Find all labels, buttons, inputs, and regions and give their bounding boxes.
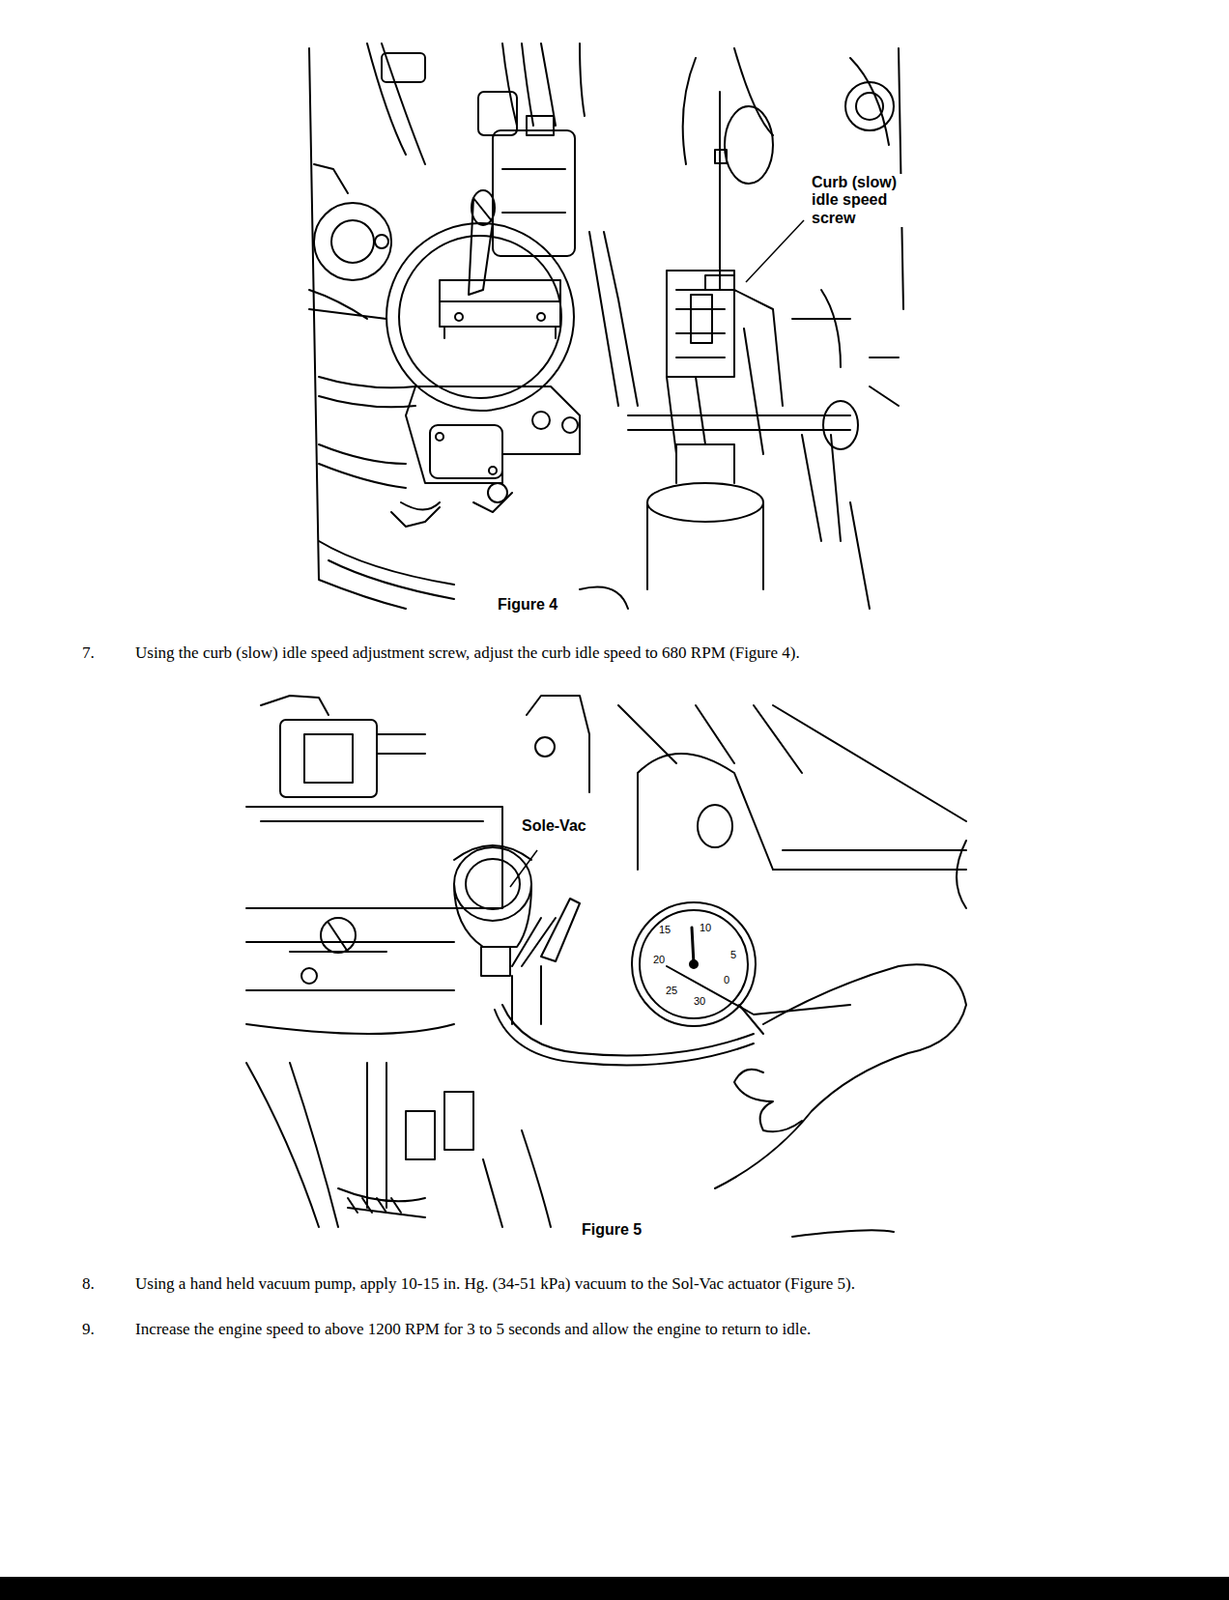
figure-4-drawing xyxy=(309,43,904,609)
figure-5-drawing-stroke xyxy=(304,734,353,783)
figure-4-drawing-stroke xyxy=(823,400,858,450)
figure-4-drawing-stroke xyxy=(386,223,574,411)
figure-5-drawing-stroke xyxy=(454,847,532,921)
leader-line xyxy=(510,850,538,887)
figure-5-drawing-stroke xyxy=(405,1111,435,1160)
figure-5-drawing-stroke xyxy=(535,737,555,757)
figure-5-drawing-stroke xyxy=(338,1130,551,1228)
figure-4-drawing-stroke xyxy=(666,376,706,455)
figure-4-drawing-stroke xyxy=(381,53,426,83)
callout-label: Sole-Vac xyxy=(519,817,589,835)
callout-label: Curb (slow) idle speed screw xyxy=(809,173,911,228)
figure-4-drawing-stroke xyxy=(676,289,725,358)
figure-5-drawing-stroke xyxy=(454,845,532,860)
gauge-mark: 0 xyxy=(723,973,730,987)
figure-4-drawing-stroke xyxy=(705,275,735,290)
figure-4-drawing-stroke xyxy=(647,444,764,590)
figure-4-drawing-stroke xyxy=(562,417,578,433)
figure-4-drawing-stroke xyxy=(690,294,713,343)
figure-4-drawing-stroke xyxy=(399,235,562,399)
figure-5-drawing-stroke xyxy=(639,910,748,1019)
figure-4-drawing-stroke xyxy=(309,48,904,609)
figure-4-drawing-stroke xyxy=(488,466,497,475)
gauge-mark: 25 xyxy=(665,984,678,998)
figure-4-drawing-stroke xyxy=(478,91,517,136)
figure-4-drawing-stroke xyxy=(502,169,566,213)
figure-4-drawing-stroke xyxy=(374,234,389,249)
figure-4-drawing-stroke xyxy=(532,411,550,429)
figure-5-drawing-stroke xyxy=(956,840,967,909)
figure-4-drawing-stroke xyxy=(439,280,561,327)
figure-4-drawing-stroke xyxy=(666,270,735,377)
figure-5-drawing-stroke xyxy=(289,922,387,952)
figure-4-drawing-stroke xyxy=(455,313,463,321)
figure-5-drawing-stroke xyxy=(260,695,329,715)
step-number: 9. xyxy=(82,1319,95,1340)
figure-5-drawing-stroke xyxy=(714,964,967,1189)
gauge-mark: 5 xyxy=(730,948,737,962)
figure-5-drawing-stroke xyxy=(347,1198,401,1213)
figure-caption: Figure 5 xyxy=(578,1221,645,1239)
page-edge-bar xyxy=(0,1576,1229,1600)
figure-5-drawing-stroke xyxy=(320,917,356,953)
figure-4-drawing-stroke xyxy=(718,91,721,290)
figure-5-drawing-stroke xyxy=(541,898,580,962)
figure-4-drawing-stroke xyxy=(331,220,374,263)
step-text: Using a hand held vacuum pump, apply 10-… xyxy=(135,1274,856,1294)
figure-4-drawing-stroke xyxy=(845,82,894,131)
figure-5-drawing-stroke xyxy=(691,927,694,965)
step-text: Using the curb (slow) idle speed adjustm… xyxy=(135,643,801,663)
step-number: 8. xyxy=(82,1274,95,1294)
figure-5-drawing-stroke xyxy=(637,753,773,870)
figure-4-drawing-stroke xyxy=(471,190,495,226)
figure-5-drawing-stroke xyxy=(280,719,377,798)
figure-4-drawing-stroke xyxy=(683,48,889,165)
figure-4-drawing-stroke xyxy=(367,43,585,165)
figure-4-drawing-stroke xyxy=(391,492,513,527)
figure-5-drawing-stroke xyxy=(512,966,542,1025)
figure-5-drawing-stroke xyxy=(697,804,733,848)
figure-5-drawing-stroke xyxy=(689,960,698,969)
figure-4-drawing-stroke xyxy=(801,434,841,542)
figure-5-drawing-stroke xyxy=(631,902,756,1027)
figure-5-drawing xyxy=(246,695,967,1237)
gauge-mark: 30 xyxy=(693,995,706,1008)
gauge-mark: 10 xyxy=(699,921,712,935)
figure-5-drawing-stroke xyxy=(739,1004,764,1034)
figure-4-drawing-stroke xyxy=(405,386,580,484)
figure-4-drawing-stroke xyxy=(589,231,638,406)
leader-line xyxy=(745,220,804,283)
figure-5-drawing-stroke xyxy=(444,1091,474,1150)
figure-4-drawing-stroke xyxy=(792,289,899,368)
step-text: Increase the engine speed to above 1200 … xyxy=(135,1319,811,1340)
figure-5-drawing-stroke xyxy=(734,1069,802,1133)
figure-4-drawing-stroke xyxy=(439,301,561,339)
figure-4-drawing-stroke xyxy=(724,106,773,184)
figure-5-drawing-stroke xyxy=(792,1229,894,1237)
figure-4-drawing-stroke xyxy=(487,483,508,503)
figure-5-drawing-stroke xyxy=(454,884,532,947)
figure-5-drawing-stroke xyxy=(494,1004,754,1066)
figure-5-drawing-stroke xyxy=(260,820,484,823)
figure-5-drawing-stroke xyxy=(246,734,503,909)
figure-4-drawing-stroke xyxy=(647,483,764,522)
figure-4-drawing-stroke xyxy=(856,92,884,120)
figure-4-drawing-stroke xyxy=(492,130,575,257)
step-number: 7. xyxy=(82,643,95,663)
figure-4-drawing-stroke xyxy=(429,425,503,479)
figure-4-drawing-stroke xyxy=(314,202,392,281)
figure-5-drawing-stroke xyxy=(246,942,455,1034)
gauge-mark: 15 xyxy=(658,923,671,937)
figure-5-drawing-stroke xyxy=(666,850,967,1015)
figure-4-drawing-stroke xyxy=(526,115,554,136)
figure-4-drawing-stroke xyxy=(628,289,851,455)
figure-5-drawing-stroke xyxy=(481,946,511,976)
figure-5-drawing-stroke xyxy=(301,968,317,984)
figure-4-drawing-stroke xyxy=(318,376,629,609)
gauge-mark: 20 xyxy=(653,953,665,967)
figure-4-drawing-stroke xyxy=(435,432,444,441)
figure-caption: Figure 4 xyxy=(494,596,561,614)
figure-4-drawing-stroke xyxy=(537,313,545,321)
